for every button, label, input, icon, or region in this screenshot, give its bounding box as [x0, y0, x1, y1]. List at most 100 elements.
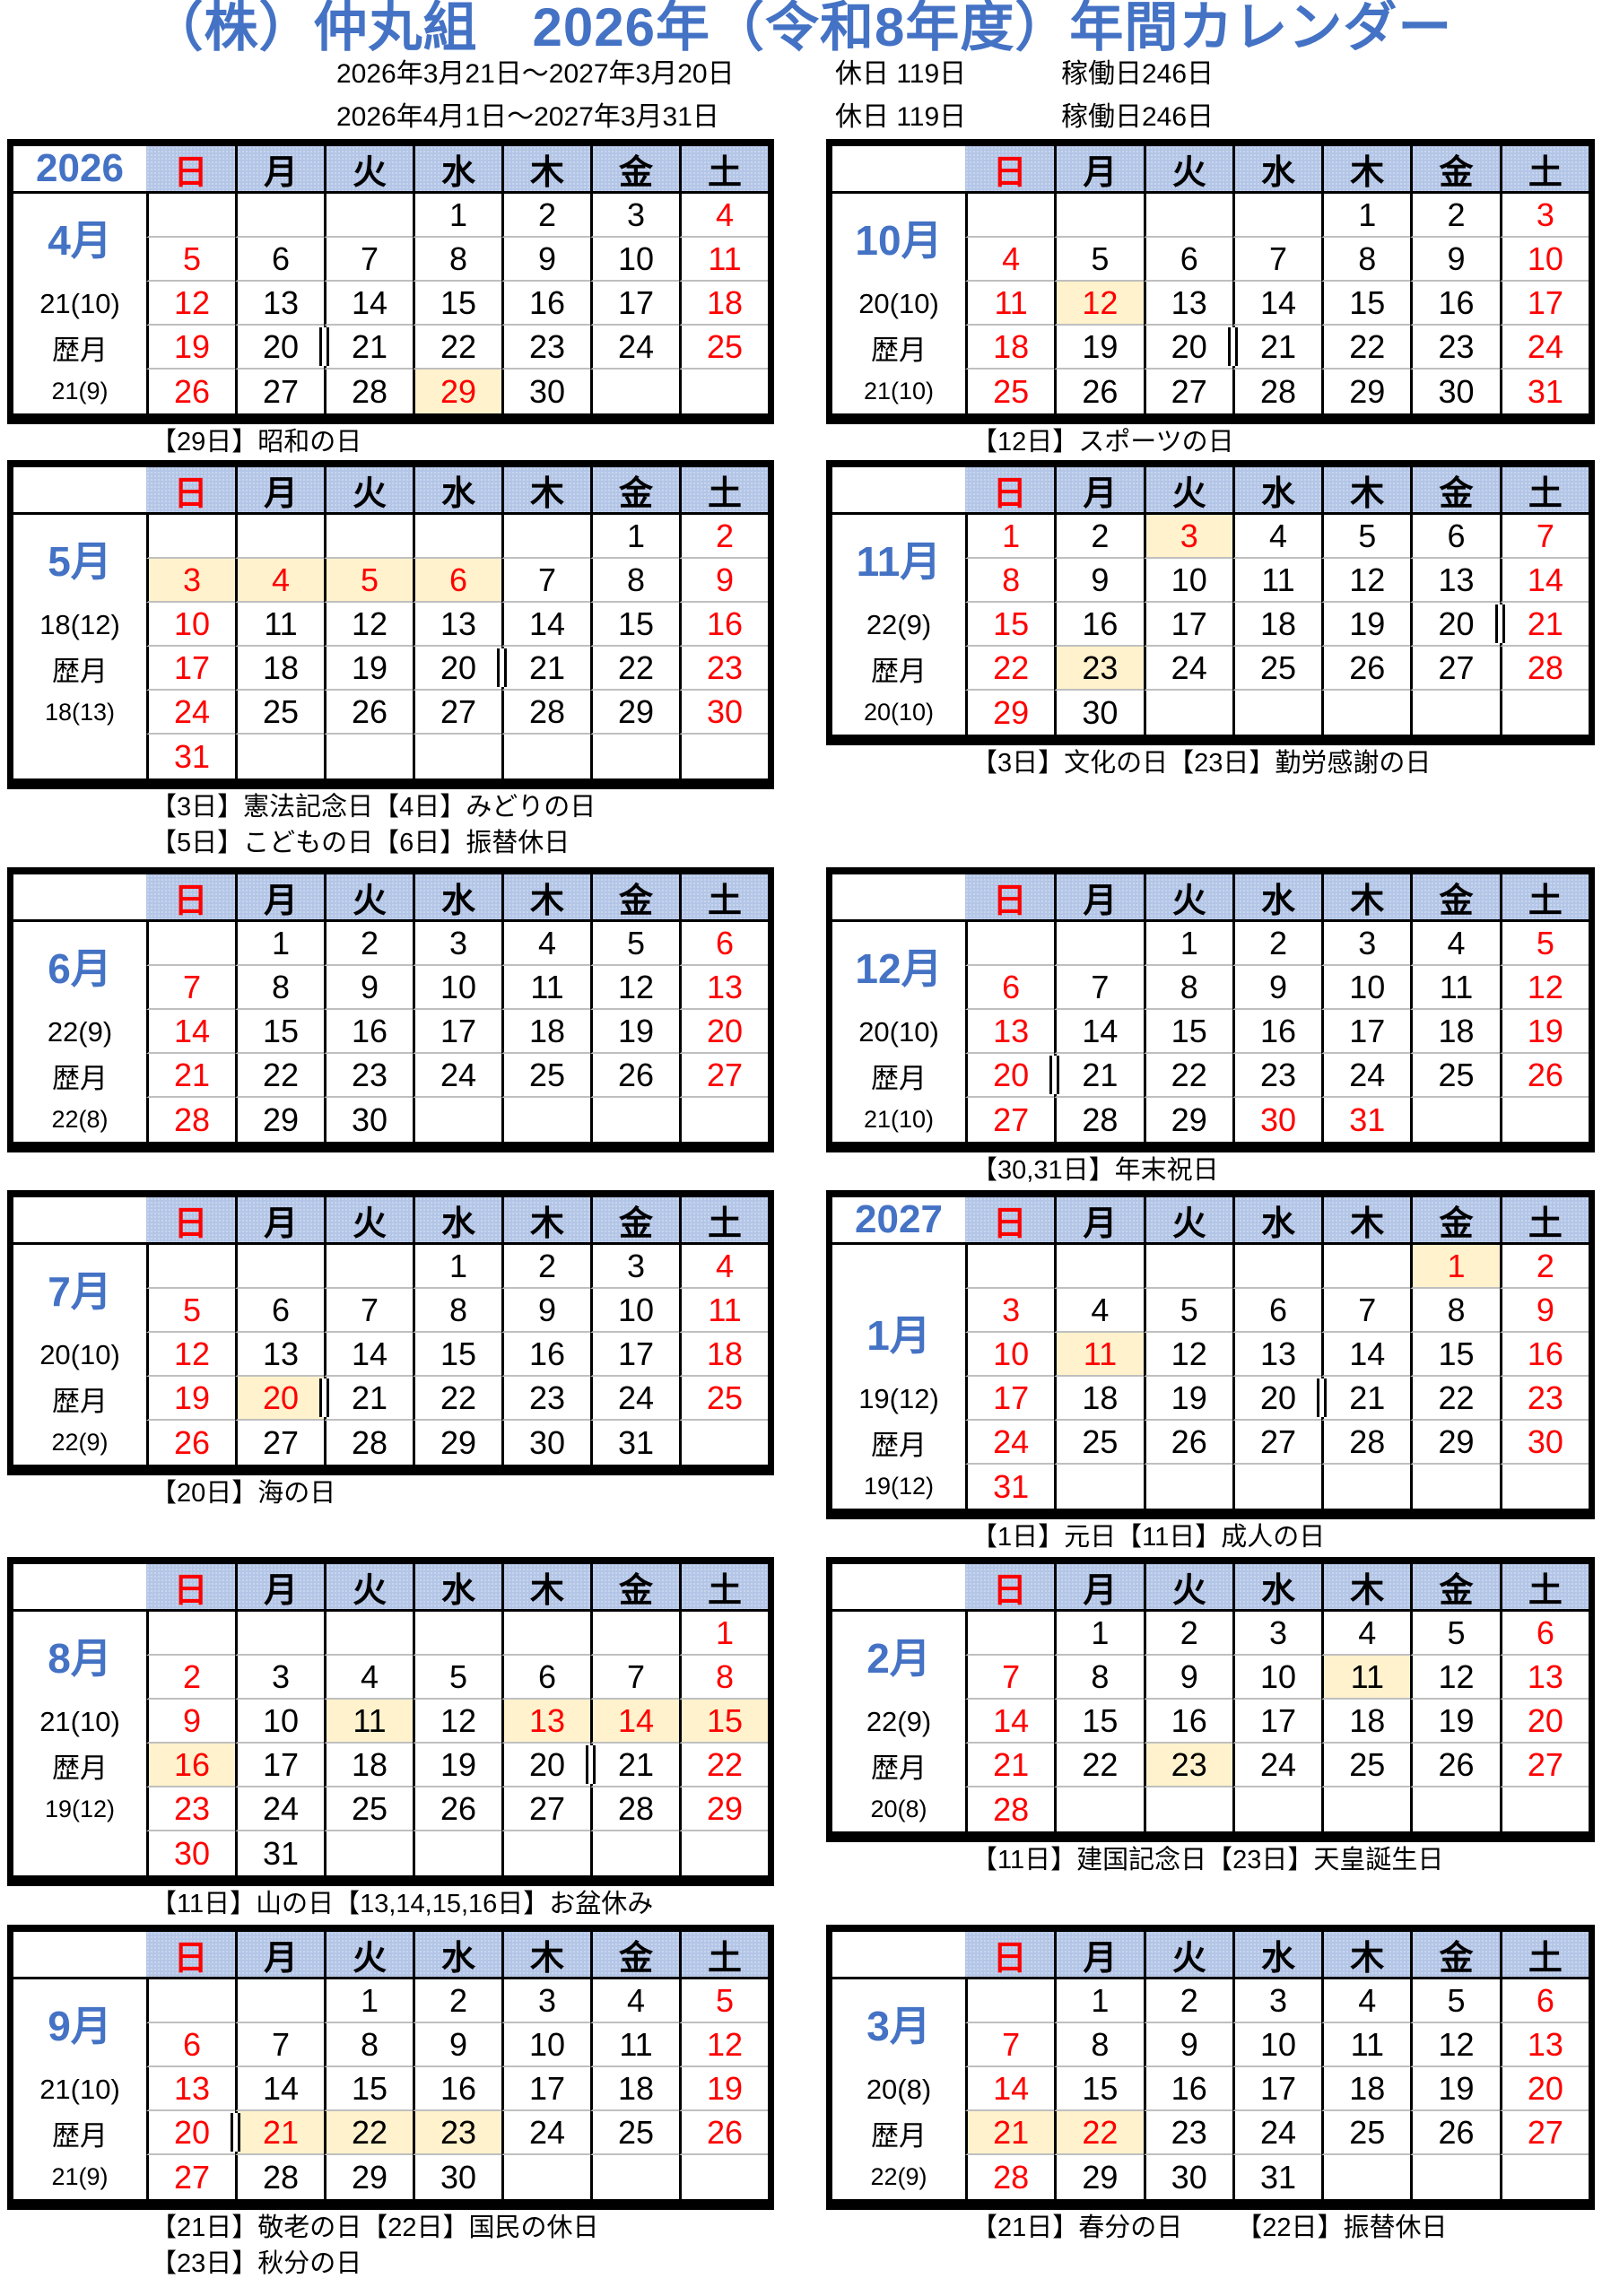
- day-number: 1: [448, 1247, 468, 1284]
- day-number: 19: [1171, 1378, 1207, 1416]
- month-label: 2月: [866, 1635, 931, 1682]
- day-number: 19: [173, 327, 211, 365]
- day-cell: 3: [965, 1289, 1055, 1333]
- cutoff-marker: [319, 327, 329, 366]
- weekday-header: 日: [965, 1197, 1055, 1245]
- day-cell: 15: [679, 1700, 768, 1744]
- day-cell: 6: [146, 2023, 235, 2067]
- day-cell: 27: [1410, 647, 1500, 691]
- day-number: 11: [708, 239, 742, 277]
- day-cell: 23: [324, 1054, 413, 1098]
- day-number: 6: [1447, 517, 1466, 554]
- day-number: 16: [1259, 1012, 1297, 1049]
- day-number: 31: [1259, 2158, 1297, 2196]
- day-cell: 25: [1321, 1744, 1411, 1787]
- day-cell: 1: [1054, 1979, 1144, 2023]
- day-cell: 22: [1143, 1054, 1232, 1098]
- day-cell: 22: [1321, 326, 1411, 370]
- workday-count: 稼働日246日: [1061, 59, 1215, 89]
- day-number: 15: [617, 604, 655, 642]
- day-number: 4: [1091, 1291, 1110, 1328]
- day-cell: 27: [235, 370, 324, 413]
- day-cell: 11: [1321, 2023, 1411, 2067]
- day-cell: [679, 1421, 768, 1465]
- day-cell: 16: [501, 282, 590, 326]
- day-number: 18: [993, 327, 1030, 365]
- day-number: 1: [1091, 1613, 1110, 1651]
- day-number: 23: [1171, 2113, 1207, 2151]
- calendar-month-stat: 19(12): [44, 1796, 116, 1822]
- day-number: 28: [993, 2158, 1030, 2196]
- day-cell: 7: [235, 2023, 324, 2067]
- day-cell: 27: [965, 1098, 1054, 1142]
- weekday-header: 金: [590, 1932, 679, 1979]
- day-cell: 18: [235, 647, 324, 691]
- day-cell: [590, 2155, 679, 2199]
- day-number: 16: [1171, 2069, 1207, 2107]
- day-number: 10: [1259, 2025, 1297, 2063]
- month-label: 11月: [856, 538, 942, 585]
- day-cell: 2: [413, 1979, 501, 2023]
- holiday-notes: 【3日】文化の日【23日】勤労感謝の日: [826, 745, 1595, 781]
- day-number: 10: [528, 2025, 566, 2063]
- day-cell: 8: [413, 238, 501, 282]
- day-number: 21: [1259, 327, 1297, 365]
- day-cell: [1410, 1787, 1499, 1831]
- holiday-note: 【22日】振替休日: [1236, 2213, 1448, 2242]
- day-number: 6: [448, 561, 468, 598]
- day-cell: [1054, 1787, 1143, 1831]
- day-number: 30: [1171, 2158, 1207, 2196]
- day-cell: 5: [1410, 1612, 1500, 1656]
- weekday-header: 土: [1499, 874, 1589, 922]
- day-cell: 8: [235, 966, 324, 1010]
- day-number: 28: [262, 2158, 300, 2196]
- day-cell: [146, 1245, 235, 1289]
- day-cell: 17: [965, 1377, 1055, 1421]
- day-number: 3: [537, 1981, 557, 2019]
- day-cell: 20: [1232, 1377, 1322, 1421]
- day-cell: 8: [1054, 1656, 1144, 1700]
- day-number: 28: [528, 692, 566, 730]
- day-cell: 18: [965, 326, 1055, 370]
- day-number: 8: [626, 561, 646, 598]
- day-number: 2: [1268, 924, 1287, 961]
- calendar-month-stat: 20(8): [870, 1796, 927, 1822]
- day-cell: 11: [1321, 1656, 1411, 1700]
- day-number: 6: [271, 1291, 291, 1328]
- day-cell: 17: [590, 282, 679, 326]
- weekday-header: 金: [590, 467, 679, 515]
- day-cell: 20: [1499, 1700, 1589, 1744]
- day-number: 19: [1438, 1701, 1475, 1739]
- year-label: [13, 1197, 146, 1245]
- weekday-header: 月: [1054, 1932, 1144, 1979]
- day-cell: 30: [1499, 1421, 1589, 1465]
- day-cell: 29: [965, 691, 1054, 735]
- weekday-header: 水: [413, 1564, 501, 1612]
- day-cell: 5: [146, 238, 235, 282]
- day-cell: 28: [1232, 370, 1321, 413]
- day-cell: [235, 1612, 324, 1656]
- day-cell: 2: [1499, 1245, 1589, 1289]
- day-number: 3: [1002, 1291, 1021, 1328]
- day-cell: 8: [965, 559, 1055, 603]
- day-number: 27: [706, 1056, 744, 1093]
- day-cell: 5: [679, 1979, 768, 2023]
- day-cell: 26: [146, 370, 235, 413]
- day-cell: 20: [146, 2111, 235, 2155]
- day-number: 26: [617, 1056, 655, 1093]
- holiday-notes: 【30,31日】年末祝日: [826, 1152, 1595, 1188]
- calendar-month-stat: 21(10): [863, 378, 935, 404]
- day-cell: 10: [1143, 559, 1232, 603]
- day-cell: 2: [501, 1245, 590, 1289]
- day-cell: 1: [1410, 1245, 1500, 1289]
- day-number: 23: [528, 327, 566, 365]
- day-cell: 14: [324, 1333, 413, 1377]
- day-cell: [1499, 691, 1589, 735]
- calendar-month-stat: 18(13): [44, 699, 116, 726]
- day-number: 30: [440, 2158, 477, 2196]
- day-cell: [413, 1831, 501, 1875]
- weekday-header: 土: [1499, 1197, 1589, 1245]
